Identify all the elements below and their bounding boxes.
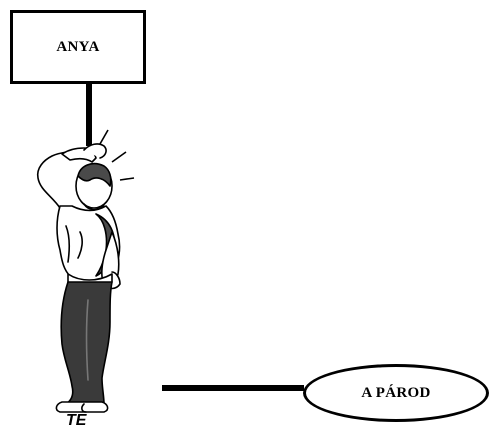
confused-man-icon xyxy=(36,143,121,413)
mother-node: ANYA xyxy=(10,10,146,84)
connector-mother xyxy=(86,84,92,146)
partner-label: A PÁROD xyxy=(361,384,431,401)
surprise-marks-icon xyxy=(99,129,135,181)
partner-node: A PÁROD xyxy=(303,364,489,422)
you-label: TE xyxy=(66,412,87,429)
connector-partner xyxy=(162,385,304,391)
mother-label: ANYA xyxy=(56,38,100,55)
